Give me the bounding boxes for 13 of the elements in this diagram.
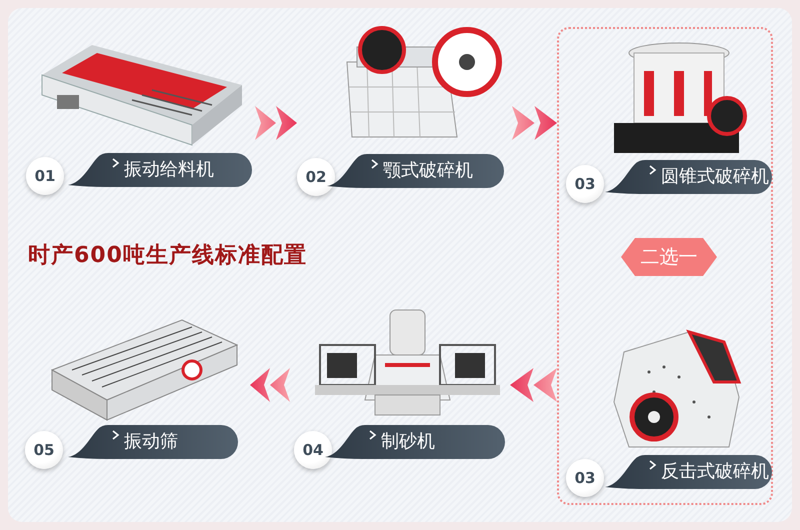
- machine-name: 圆锥式破碎机: [661, 165, 769, 189]
- machine-name: 振动给料机: [124, 158, 214, 182]
- double-chevron-arrow: [512, 106, 557, 140]
- machine-name: 反击式破碎机: [661, 460, 769, 484]
- double-chevron-arrow: [510, 368, 557, 402]
- machine-name: 颚式破碎机: [383, 159, 473, 183]
- double-chevron-arrow: [250, 368, 290, 402]
- machine-name: 制砂机: [381, 430, 435, 454]
- dashed-frame: [557, 27, 773, 505]
- choice-badge: 二选一: [621, 238, 717, 276]
- machine-name: 振动筛: [124, 430, 178, 454]
- heading: 时产600吨生产线标准配置: [28, 242, 307, 270]
- double-chevron-arrow: [255, 106, 297, 140]
